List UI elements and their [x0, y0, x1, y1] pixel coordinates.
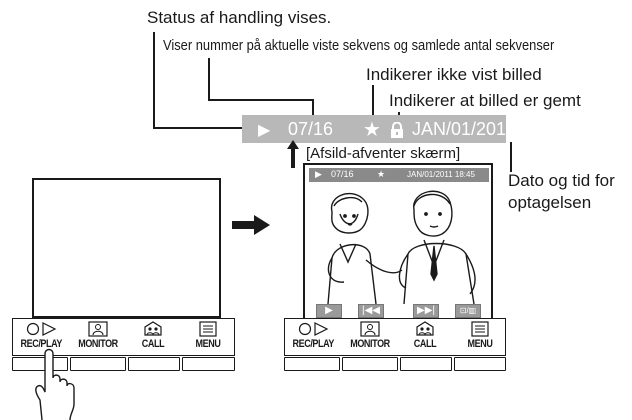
rec-play-key[interactable]: [284, 357, 340, 371]
call-key[interactable]: [128, 357, 180, 371]
monitor-key[interactable]: [70, 357, 126, 371]
right-button-panel: [284, 318, 506, 356]
rec-play-label: REC/PLAY: [292, 338, 335, 350]
visitors-illustration: [327, 190, 476, 304]
pressing-hand-icon: [35, 348, 75, 420]
call-label: CALL: [141, 338, 165, 350]
fast-forward-button[interactable]: ▶▶|: [413, 304, 439, 318]
rewind-button[interactable]: |◀◀: [358, 304, 384, 318]
leader-line: [312, 99, 314, 116]
monitor-icon: [360, 321, 380, 337]
call-icon: [144, 321, 162, 336]
menu-label: MENU: [195, 338, 221, 350]
callout-standby: [Afsild-afventer skærm]: [306, 145, 461, 162]
menu-label: MENU: [467, 338, 493, 350]
menu-key[interactable]: [454, 357, 506, 371]
call-icon: [416, 321, 434, 336]
leader-line: [208, 99, 313, 101]
star-icon: ★: [363, 119, 381, 141]
rec-play-icon: [298, 322, 329, 336]
rec-play-icon: [26, 322, 57, 336]
play-button[interactable]: ▶: [316, 304, 342, 318]
datetime-display: JAN/01/2011 18:45: [412, 119, 565, 139]
menu-icon: [471, 321, 489, 337]
sequence-counter: 07/16: [288, 119, 334, 139]
leader-line: [208, 58, 210, 100]
callout-status-action: Status af handling vises.: [147, 8, 332, 27]
call-label: CALL: [413, 338, 437, 350]
status-bar: ▶ 07/16 ★ JAN/01/2011 18:45: [242, 115, 565, 143]
callout-not-viewed: Indikerer ikke vist billed: [366, 65, 542, 84]
play-icon: ▶: [258, 122, 271, 139]
monitor-label: MONITOR: [350, 338, 390, 350]
leader-line: [510, 142, 512, 172]
rec-play-key[interactable]: [12, 357, 68, 371]
monitor-key[interactable]: [342, 357, 398, 371]
star-icon: ★: [377, 169, 386, 179]
call-key[interactable]: [400, 357, 452, 371]
leader-line: [153, 32, 155, 128]
monitor-icon: [88, 321, 108, 337]
up-arrow-icon: [287, 140, 299, 168]
rec-play-label: REC/PLAY: [20, 338, 63, 350]
right-arrow-icon: [232, 215, 270, 235]
sequence-counter: 07/16: [331, 169, 354, 179]
datetime-display: JAN/01/2011 18:45: [407, 170, 475, 179]
protect-delete-button[interactable]: ⊡/▥: [455, 304, 481, 318]
leader-line: [372, 85, 374, 117]
left-screen: [32, 178, 221, 318]
mini-status-bar: ▶ 07/16 ★ JAN/01/2011 18:45: [309, 168, 489, 182]
menu-icon: [199, 321, 217, 337]
callout-saved: Indikerer at billed er gemt: [389, 91, 581, 110]
callout-sequence-info: Viser nummer på aktuelle viste sekvens o…: [163, 37, 555, 54]
leader-line: [153, 127, 245, 129]
lock-icon: [390, 121, 404, 143]
play-icon: ▶: [315, 169, 322, 179]
monitor-label: MONITOR: [78, 338, 118, 350]
menu-key[interactable]: [182, 357, 235, 371]
callout-datetime: Dato og tid for optagelsen: [508, 171, 615, 212]
